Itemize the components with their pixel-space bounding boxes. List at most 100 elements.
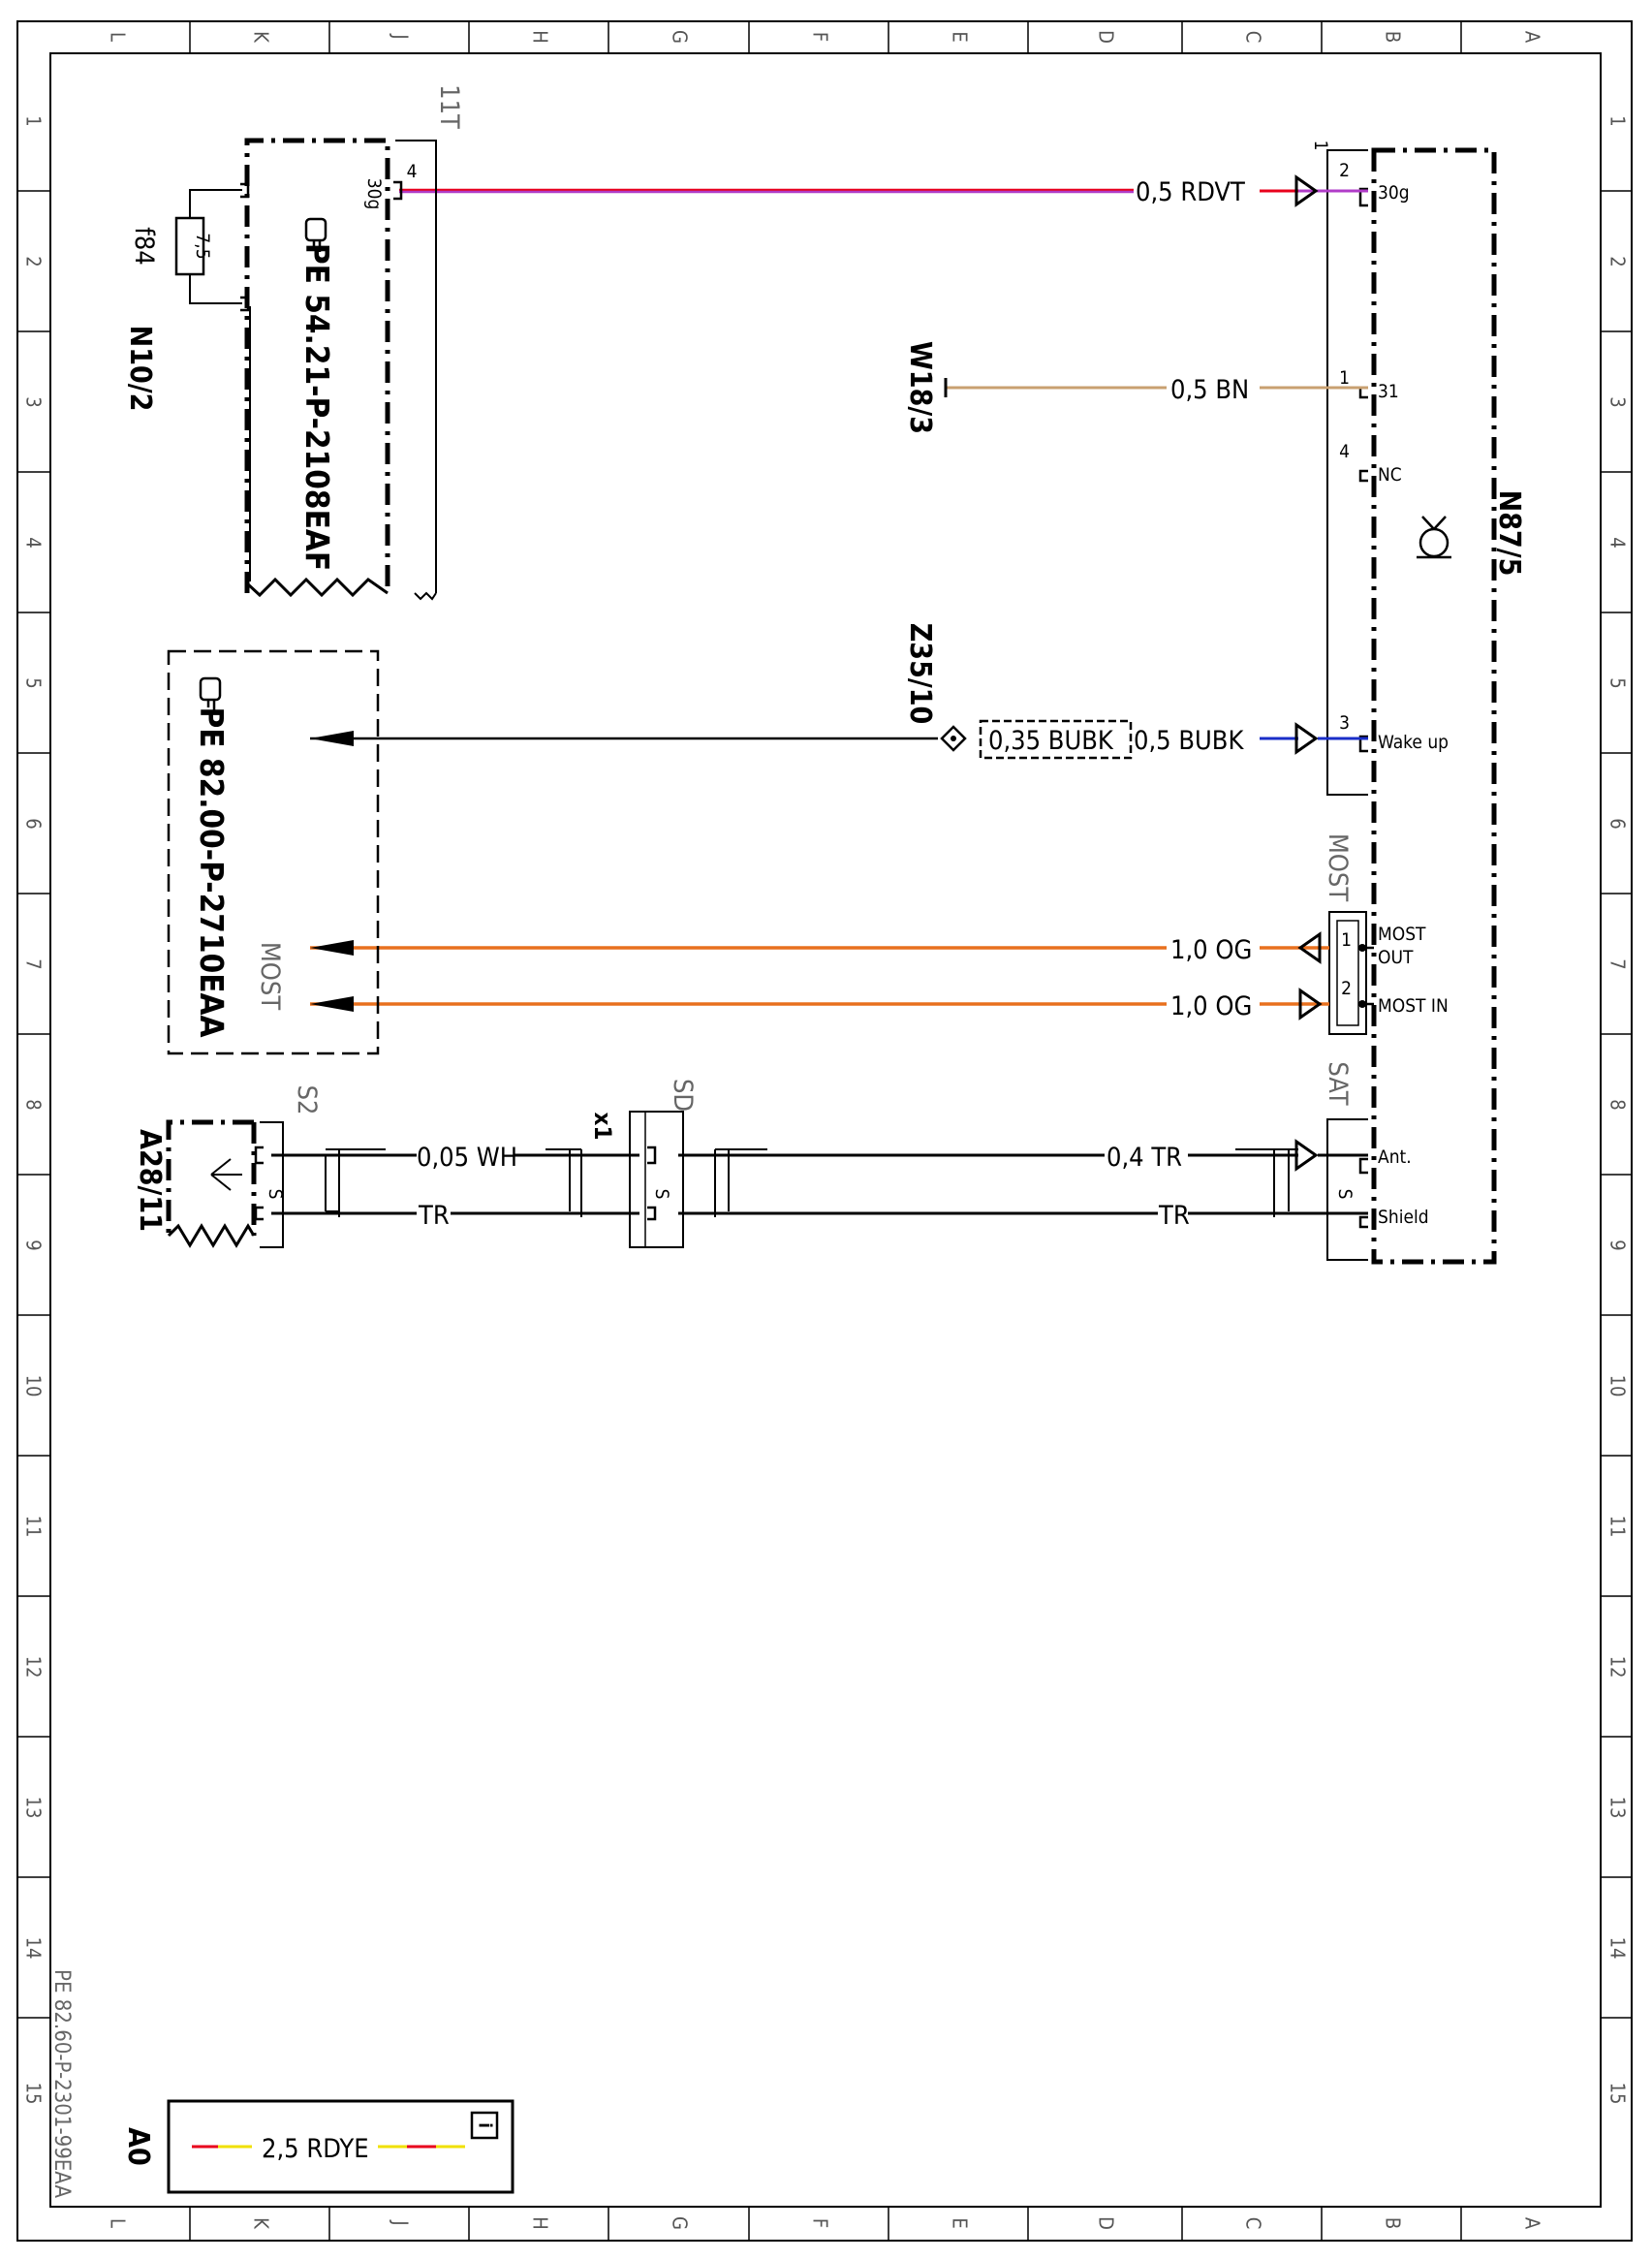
pin-most-out-number: 1 [1341, 929, 1352, 951]
col-label-e-bottom: E [949, 2217, 972, 2228]
col-label-b-top: B [1382, 31, 1405, 43]
col-label-a-top: A [1521, 31, 1544, 44]
info-icon[interactable] [470, 2111, 499, 2140]
s2-connector-bracket [260, 1121, 284, 1248]
col-label-c-top: C [1242, 31, 1265, 44]
row-label-1-right: 1 [1606, 115, 1630, 126]
wire-label-shield-right: TR [1158, 1201, 1190, 1231]
wire-label-rdvt: 0,5 RDVT [1136, 177, 1245, 207]
col-label-a-bottom: A [1521, 2217, 1544, 2230]
column-grid: L K J H G F E D C B A L K J H G F E D C … [107, 21, 1544, 2241]
row-label-5-right: 5 [1606, 677, 1630, 688]
arrow-most-in-left [310, 996, 354, 1012]
row-label-12-right: 12 [1606, 1656, 1630, 1679]
wire-bubk[interactable] [310, 719, 1368, 760]
a28-11-outline [166, 1119, 257, 1236]
arrow-ant [1294, 1139, 1319, 1172]
legend-box-outline [167, 2099, 514, 2194]
wire-antenna[interactable] [271, 1139, 1368, 1217]
col-label-d-bottom: D [1095, 2216, 1118, 2230]
fuse-f84-icon [174, 216, 205, 276]
pe-54-reference-link[interactable]: PE 54.21-P-2108EAF [298, 243, 336, 571]
wire-label-bn: 0,5 BN [1170, 375, 1249, 405]
n10-2-outline [244, 138, 390, 593]
row-label-4-right: 4 [1606, 537, 1630, 548]
pe-82-reference-link[interactable]: PE 82.00-P-2710EAA [193, 707, 231, 1038]
col-label-h-top: H [529, 30, 552, 44]
row-label-6-left: 6 [22, 818, 46, 829]
sat-shield-mark: S [1334, 1189, 1356, 1200]
n87-5-connector-1-bracket [1326, 149, 1368, 796]
w18-3-name: W18/3 [903, 341, 937, 434]
wire-rdvt[interactable] [399, 174, 1368, 207]
row-label-7-left: 7 [22, 958, 46, 969]
col-label-k-top: K [250, 31, 273, 44]
row-label-3-right: 3 [1606, 396, 1630, 407]
row-label-3-left: 3 [22, 396, 46, 407]
row-label-10-right: 10 [1606, 1375, 1630, 1397]
wire-most-out[interactable] [310, 931, 1329, 964]
col-label-l-top: L [107, 32, 130, 42]
col-label-g-bottom: G [669, 2216, 692, 2230]
wire-label-ant-left: 0,05 WH [417, 1143, 517, 1173]
row-label-5-left: 5 [22, 677, 46, 688]
arrow-wakeup-left [310, 731, 354, 746]
wire-most-in[interactable] [310, 988, 1329, 1020]
a28-11-break-line [167, 1223, 256, 1248]
pe-82-box-outline [167, 649, 380, 1055]
row-label-14-right: 14 [1606, 1937, 1630, 1960]
n10-2-connector-label: 11T [434, 84, 464, 129]
pin-nc-number: 4 [1339, 441, 1350, 462]
pin-31-name: 31 [1378, 381, 1399, 402]
row-label-8-left: 8 [22, 1099, 46, 1110]
pin-30g-number: 2 [1339, 160, 1350, 181]
row-label-11-left: 11 [22, 1516, 46, 1538]
outer-frame [16, 20, 1633, 2242]
row-label-4-left: 4 [22, 537, 46, 548]
arrow-most-out [1297, 931, 1322, 964]
row-label-9-right: 9 [1606, 1240, 1630, 1250]
pin-wakeup-name: Wake up [1378, 732, 1449, 753]
n87-5-component: 1 N87/5 2 30g 1 31 4 NC 3 Wake up MOST 1… [1310, 141, 1526, 1265]
n10-2-connector-bracket [395, 140, 437, 593]
row-label-10-left: 10 [22, 1375, 46, 1397]
splice-diamond-icon [940, 725, 967, 752]
wire-label-shield-left: TR [418, 1201, 450, 1231]
pin-most-in-number: 2 [1341, 978, 1352, 999]
most-connector-label: MOST [1323, 833, 1353, 902]
row-label-12-left: 12 [22, 1656, 46, 1679]
row-label-15-right: 15 [1606, 2083, 1630, 2105]
legend-box: A0 2,5 RDYE i [121, 2099, 514, 2194]
fuse-f84-name: f84 [129, 227, 159, 265]
info-icon-glyph: i [475, 2122, 496, 2128]
wire-label-most-out: 1,0 OG [1170, 935, 1252, 965]
pin-wakeup-number: 3 [1339, 712, 1350, 734]
n87-5-connector-number: 1 [1310, 141, 1331, 151]
arrow-most-out-left [310, 940, 354, 956]
n10-2-pin-number: 4 [407, 161, 418, 182]
x1-connector-box [629, 1111, 684, 1248]
n10-2-break-line [245, 577, 389, 598]
pin-30g-name: 30g [1378, 182, 1410, 204]
row-label-13-right: 13 [1606, 1797, 1630, 1819]
col-label-l-bottom: L [107, 2218, 130, 2228]
pin-nc-name: NC [1378, 464, 1402, 486]
pointing-hand-icon [304, 217, 327, 252]
row-label-15-left: 15 [22, 2083, 46, 2105]
col-label-b-bottom: B [1382, 2217, 1405, 2229]
pin-ant-name: Ant. [1378, 1146, 1412, 1168]
a28-11-name: A28/11 [133, 1129, 167, 1232]
most-connector-inner [1336, 920, 1359, 1026]
pin-31-number: 1 [1339, 367, 1350, 389]
n10-2-pin-name: 30g [363, 178, 385, 210]
pin-shield-name: Shield [1378, 1207, 1429, 1228]
a28-11-shield-mark: S [265, 1189, 286, 1200]
row-grid: 1 2 3 4 5 6 7 8 9 10 11 12 13 14 15 1 2 … [17, 115, 1632, 2104]
fuse-f84-value: 7,5 [192, 233, 213, 259]
inner-frame [49, 52, 1602, 2208]
x1-shield-mark: S [651, 1189, 672, 1200]
wire-bn[interactable] [944, 378, 1368, 397]
pe-82-reference-box: PE 82.00-P-2710EAA MOST [167, 649, 380, 1055]
arrow-30g [1294, 174, 1319, 207]
